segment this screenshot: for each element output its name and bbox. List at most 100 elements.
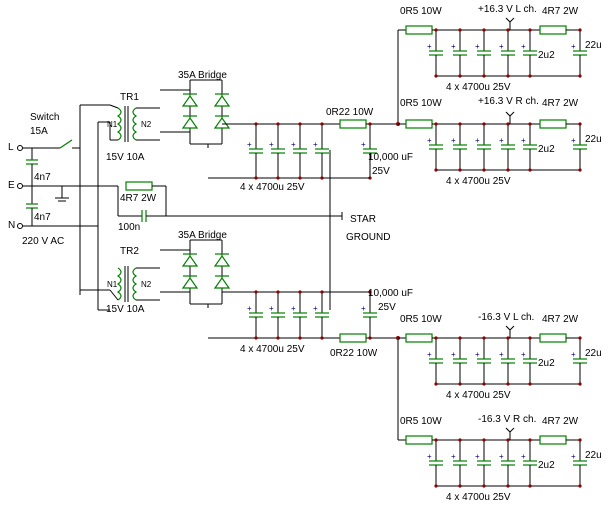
rail-cap-4-plus: +	[499, 452, 504, 461]
earth-label: E	[8, 180, 15, 191]
transformer-tr2	[109, 266, 160, 302]
rail-small-cap-label: 2u2	[538, 144, 555, 155]
diode	[213, 94, 231, 107]
rail-small-cap-label: 2u2	[538, 358, 555, 369]
bank-bottom: + + + +	[208, 290, 330, 340]
bank-top-cap-4-plus: +	[313, 140, 318, 149]
output-rails: ++++++++++++++++++++++++	[396, 17, 587, 488]
diode	[181, 276, 199, 289]
tr1-name: TR1	[120, 92, 139, 103]
rail-voltage-label: -16.3 V L ch.	[478, 312, 535, 323]
rail-cap-1-plus: +	[427, 42, 432, 51]
capacitor-banks: ++++++++++	[208, 119, 398, 343]
rail-input-resistor	[405, 435, 433, 445]
bridge-bottom-label: 35A Bridge	[178, 230, 227, 241]
rail-input-resistor-label: 0R5 10W	[400, 314, 442, 325]
rail-cap-4-plus: +	[499, 350, 504, 359]
rail-small-cap-label: 2u2	[538, 50, 555, 61]
bridge-top	[160, 79, 231, 148]
fuse-label: 15A	[30, 126, 48, 137]
rail-1: ++++++	[398, 17, 587, 78]
rail-input-resistor	[405, 25, 433, 35]
tr2-rating: 15V 10A	[106, 304, 145, 315]
gnd-resistor-label: 4R7 2W	[120, 193, 157, 204]
diode	[181, 254, 199, 267]
bank-bottom-cap-4-plus: +	[313, 304, 318, 313]
bridges	[160, 79, 231, 308]
rail-bank-label: 4 x 4700u 25V	[446, 390, 511, 401]
bank-bottom-cap-3-plus: +	[291, 304, 296, 313]
rail-output-cap-label: 22u	[585, 40, 602, 51]
diode	[181, 116, 199, 129]
ground-label: GROUND	[346, 232, 391, 243]
bank-bottom-caps: 4 x 4700u 25V	[240, 344, 305, 355]
rail-bank-label: 4 x 4700u 25V	[446, 82, 511, 93]
series-resistor-bottom	[339, 333, 367, 343]
tr1-n2: N2	[141, 120, 152, 129]
rail-cap-2-plus: +	[451, 452, 456, 461]
bank-bottom-series: 0R22 10W	[330, 348, 378, 359]
rail-input-resistor	[405, 333, 433, 343]
rail-voltage-label: +16.3 V L ch.	[478, 4, 537, 15]
tr1-n1: N1	[107, 120, 118, 129]
mains-label: 220 V AC	[22, 236, 65, 247]
bridge-top-label: 35A Bridge	[178, 70, 227, 81]
rail-3: ++++++	[398, 325, 587, 386]
rail-cap-1-plus: +	[427, 136, 432, 145]
rail-2: ++++++	[398, 111, 587, 172]
tr2-n2: N2	[141, 280, 152, 289]
cap-l-label: 4n7	[34, 172, 51, 183]
rail-output-resistor	[539, 333, 567, 343]
bank-bottom-cap-2-plus: +	[269, 304, 274, 313]
rail-small-cap-plus: +	[521, 452, 526, 461]
rail-output-cap-plus: +	[571, 136, 576, 145]
reservoir-bottom-plus: +	[361, 304, 366, 313]
bank-bottom-cap-1-plus: +	[247, 304, 252, 313]
bridge-bottom	[160, 239, 231, 308]
rail-small-cap-plus: +	[521, 42, 526, 51]
rail-output-resistor-label: 4R7 2W	[542, 98, 579, 109]
rail-4: + + + + + +	[398, 427, 587, 488]
rail-small-cap-plus: +	[521, 136, 526, 145]
cap-n-label: 4n7	[34, 212, 51, 223]
rail-output-cap-plus: +	[571, 452, 576, 461]
rail-output-cap-label: 22u	[585, 450, 602, 461]
rail-bank-label: 4 x 4700u 25V	[446, 492, 511, 503]
rail-voltage-label: +16.3 V R ch.	[478, 96, 539, 107]
gnd-cap-label: 100n	[118, 222, 141, 233]
star-label: STAR	[350, 214, 376, 225]
bank-top-cap-3-plus: +	[291, 140, 296, 149]
rail-voltage-label: -16.3 V R ch.	[478, 414, 537, 425]
rail-output-cap-plus: +	[571, 42, 576, 51]
rail-input-resistor-label: 0R5 10W	[400, 416, 442, 427]
transformer-tr1	[109, 104, 160, 142]
rail-output-cap-label: 22u	[585, 348, 602, 359]
bank-top: ++++	[208, 122, 330, 180]
diode	[213, 116, 231, 129]
rail-cap-1-plus: +	[427, 350, 432, 359]
rail-output-resistor	[539, 119, 567, 129]
rail-cap-3-plus: +	[475, 136, 480, 145]
bank-top-reservoir: 10,000 uF	[368, 152, 414, 163]
switch-label: Switch	[30, 112, 60, 123]
rail-cap-3-plus: +	[475, 42, 480, 51]
tr1-rating: 15V 10A	[106, 152, 145, 163]
rail-cap-2-plus: +	[451, 136, 456, 145]
rail-small-cap-plus: +	[521, 350, 526, 359]
bank-top-cap-2-plus: +	[269, 140, 274, 149]
rail-cap-3-plus: +	[475, 452, 480, 461]
rail-cap-1-plus: +	[427, 452, 432, 461]
bank-bottom-reservoir-v: 25V	[378, 302, 396, 313]
neutral-label: N	[8, 220, 16, 231]
rail-output-resistor-label: 4R7 2W	[542, 416, 579, 427]
mains-input	[17, 104, 343, 311]
rail-output-cap-plus: +	[571, 350, 576, 359]
diode	[213, 254, 231, 267]
rail-input-resistor-label: 0R5 10W	[400, 98, 442, 109]
rail-cap-2-plus: +	[451, 42, 456, 51]
rail-input-resistor-label: 0R5 10W	[400, 6, 442, 17]
rail-bank-label: 4 x 4700u 25V	[446, 176, 511, 187]
diode	[181, 94, 199, 107]
